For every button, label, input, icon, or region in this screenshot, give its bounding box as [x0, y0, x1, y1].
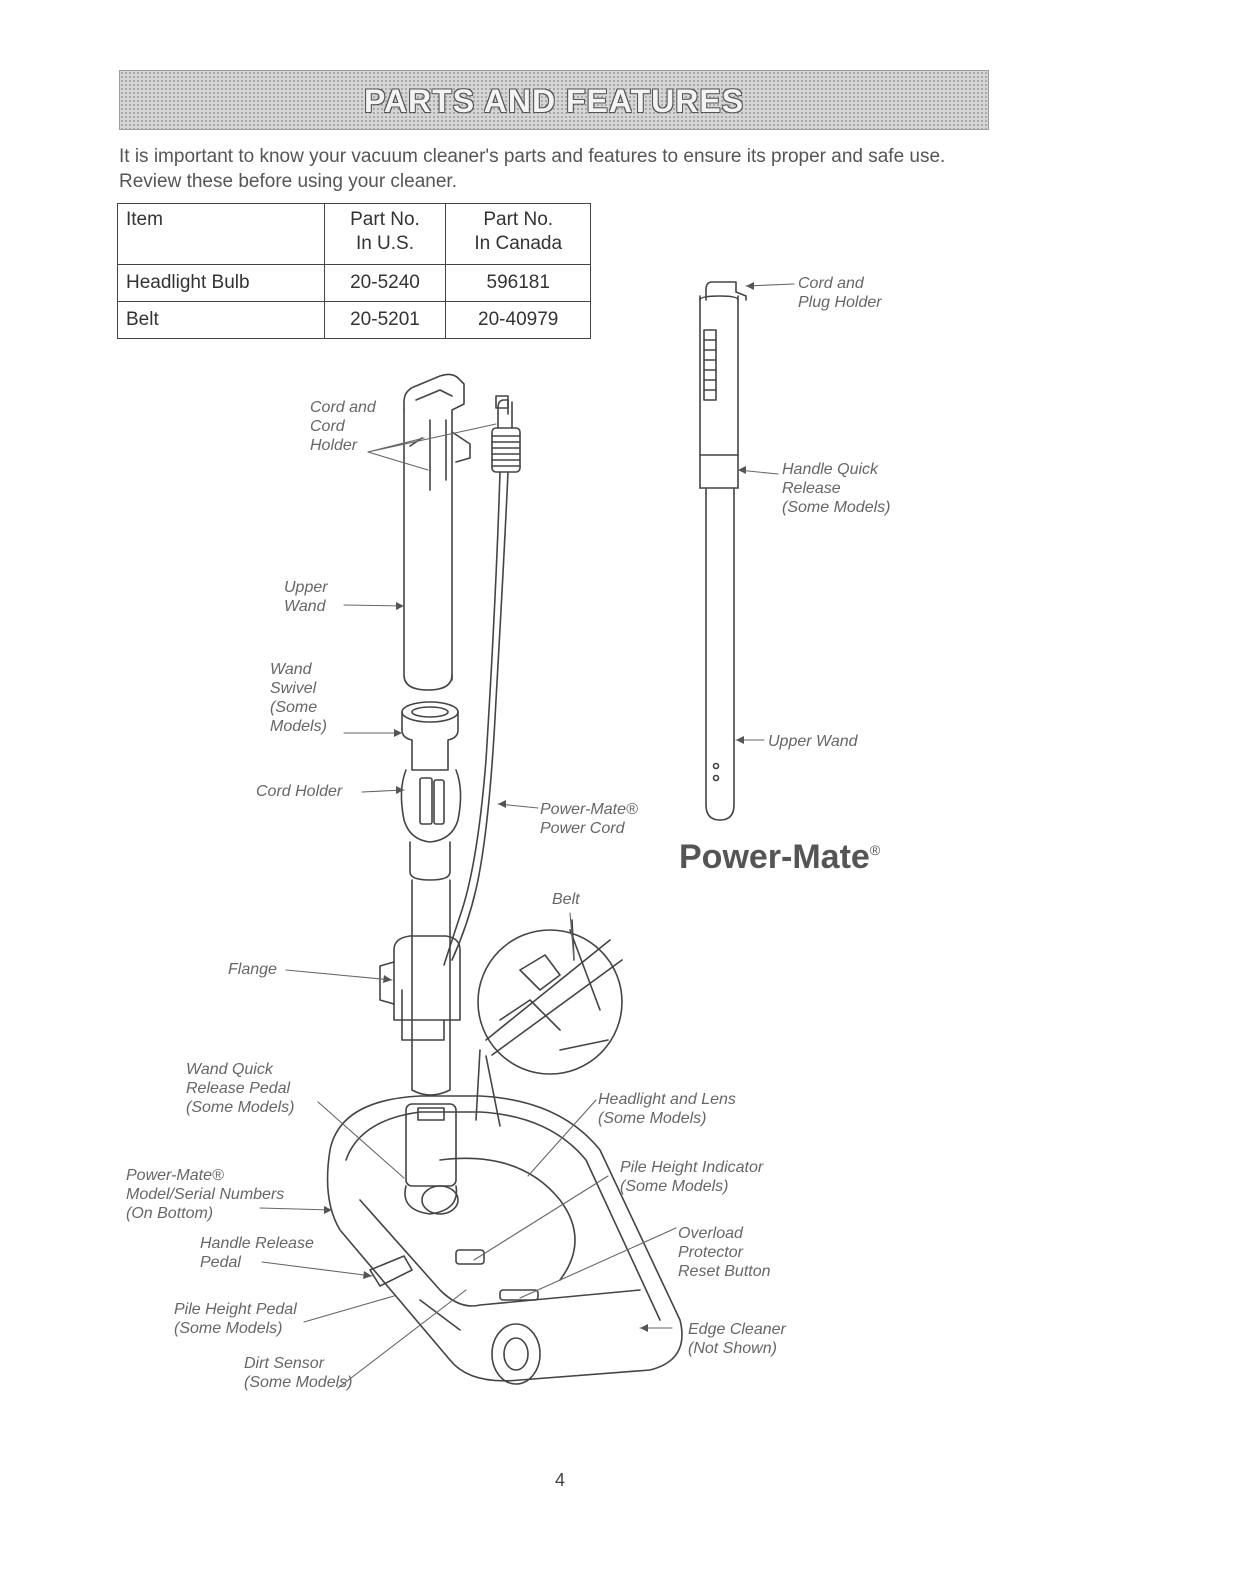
- label-model-serial-numbers: Power-Mate® Model/Serial Numbers (On Bot…: [126, 1167, 285, 1222]
- parts-table: Item Part No. In U.S. Part No. In Canada…: [117, 203, 591, 339]
- table-cell-part-canada: 596181: [445, 264, 591, 302]
- plug-drawing: [491, 395, 521, 473]
- label-belt: Belt: [552, 891, 580, 908]
- power-cord-drawing: [443, 471, 509, 966]
- wand-neck-drawing: [404, 1103, 459, 1215]
- brand-name: Power-Mate: [679, 838, 870, 876]
- table-header-row: Item Part No. In U.S. Part No. In Canada: [117, 203, 591, 265]
- label-handle-quick-release: Handle Quick Release (Some Models): [782, 461, 891, 516]
- label-cord-holder: Cord Holder: [256, 783, 343, 800]
- label-cord-and-cord-holder: Cord and Cord Holder: [310, 399, 376, 454]
- registered-mark: ®: [869, 842, 881, 858]
- label-edge-cleaner: Edge Cleaner (Not Shown): [688, 1321, 786, 1357]
- header-banner: PARTS AND FEATURES: [119, 70, 989, 130]
- power-mate-head-drawing: [326, 1095, 683, 1385]
- label-wand-quick-release-pedal: Wand Quick Release Pedal (Some Models): [186, 1061, 295, 1116]
- label-cord-and-plug-holder: Cord and Plug Holder: [798, 275, 882, 311]
- label-upper-wand-right: Upper Wand: [768, 733, 858, 750]
- label-flange: Flange: [228, 961, 277, 978]
- power-mate-brand: Power-Mate®: [679, 838, 880, 877]
- intro-paragraph: It is important to know your vacuum clea…: [119, 146, 946, 192]
- label-wand-swivel: Wand Swivel (Some Models): [270, 661, 327, 735]
- label-handle-release-pedal: Handle Release Pedal: [200, 1235, 314, 1271]
- upper-wand-drawing: [403, 373, 471, 691]
- lower-wand-drawing: [411, 879, 451, 1096]
- table-header-part-canada: Part No. In Canada: [445, 203, 591, 265]
- label-pile-height-indicator: Pile Height Indicator (Some Models): [620, 1159, 764, 1195]
- label-headlight-and-lens: Headlight and Lens (Some Models): [598, 1091, 736, 1127]
- table-cell-item: Headlight Bulb: [117, 264, 325, 302]
- label-pile-height-pedal: Pile Height Pedal (Some Models): [174, 1301, 297, 1337]
- wand-swivel-drawing: [401, 701, 459, 771]
- table-row: Belt 20-5201 20-40979: [117, 301, 591, 339]
- label-upper-wand: Upper Wand: [284, 579, 328, 615]
- table-cell-part-us: 20-5240: [323, 264, 447, 302]
- cord-holder-drawing: [400, 769, 462, 881]
- table-cell-part-canada: 20-40979: [445, 301, 591, 339]
- arrowheads: [324, 282, 754, 1332]
- page-title: PARTS AND FEATURES: [363, 83, 745, 119]
- label-overload-protector: Overload Protector Reset Button: [678, 1225, 771, 1280]
- label-dirt-sensor: Dirt Sensor (Some Models): [244, 1355, 353, 1391]
- table-cell-part-us: 20-5201: [323, 301, 447, 339]
- table-header-part-us: Part No. In U.S.: [323, 203, 447, 265]
- table-row: Headlight Bulb 20-5240 596181: [117, 264, 591, 302]
- label-power-mate-power-cord: Power-Mate® Power Cord: [540, 801, 638, 837]
- right-upper-wand-drawing: [699, 281, 747, 821]
- table-header-item: Item: [117, 203, 325, 265]
- flange-drawing: [379, 935, 461, 1041]
- page-number: 4: [554, 1470, 565, 1490]
